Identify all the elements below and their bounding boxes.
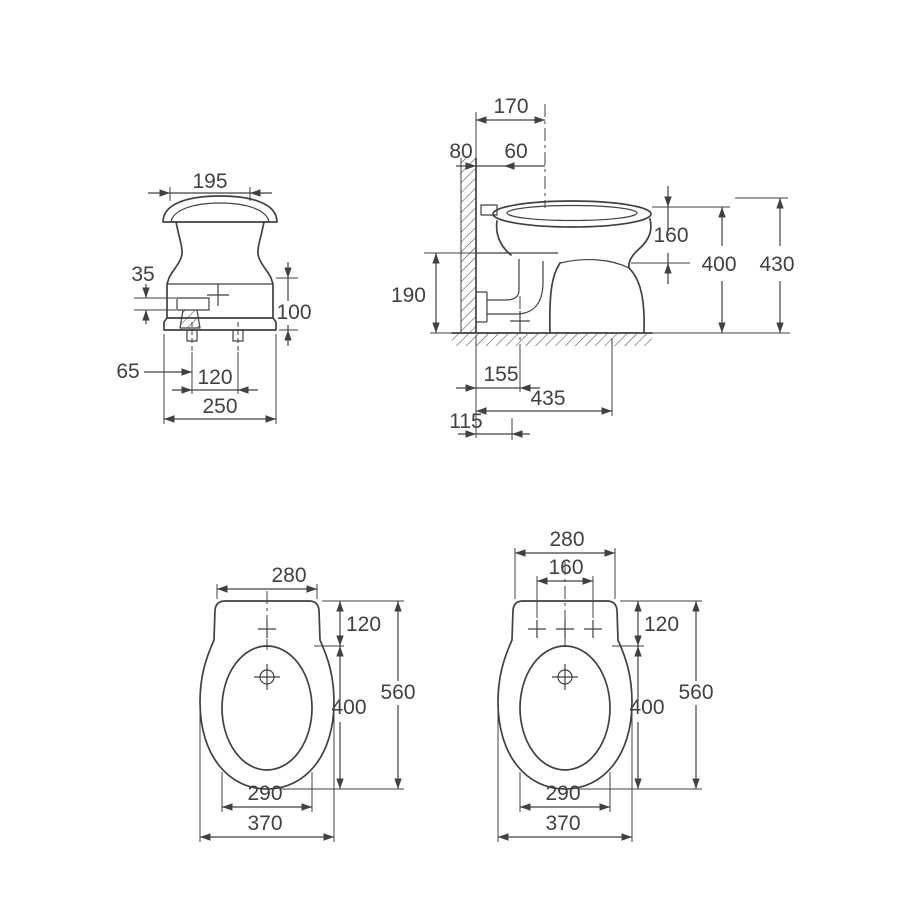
dim-label-160: 160 — [653, 224, 688, 247]
plan-view-single-hole: 280 120 400 560 290 370 — [199, 564, 416, 842]
bidet-side-rim-inner — [506, 204, 638, 222]
inlet-connection-box — [480, 204, 498, 216]
drain-marker-cross — [254, 664, 280, 690]
dim-label-280: 280 — [549, 528, 584, 551]
bidet-side-pedestal-front — [548, 262, 561, 334]
plan-view-three-hole: 280 160 120 400 560 290 370 — [497, 528, 714, 842]
dim-label-195: 195 — [192, 170, 227, 193]
wall-hatch — [461, 158, 476, 333]
side-view: 170 80 60 160 400 430 190 155 435 115 — [391, 95, 795, 440]
dim-label-60: 60 — [504, 140, 527, 163]
bidet-side-underbowl-shelf — [559, 259, 630, 269]
inlet-fitting-hatch — [180, 310, 200, 328]
dim-label-65: 65 — [116, 360, 139, 383]
drain-trap-pipes — [476, 259, 544, 323]
bidet-front-rim-outline — [162, 195, 278, 223]
plan-extension-lines — [199, 584, 404, 842]
dim-label-170: 170 — [493, 95, 528, 118]
dim-label-250: 250 — [202, 395, 237, 418]
dim-label-370: 370 — [247, 812, 282, 835]
dim-label-560: 560 — [678, 681, 713, 704]
front-view: 195 35 100 65 120 250 — [116, 170, 312, 424]
bidet-side-rim-outline — [492, 200, 652, 228]
bidet-plan-outline — [497, 600, 633, 790]
floor-hatch — [452, 333, 652, 346]
dim-label-155: 155 — [483, 363, 518, 386]
dim-label-400: 400 — [331, 696, 366, 719]
bidet-front-body-outline — [166, 221, 274, 319]
dim-label-290: 290 — [247, 782, 282, 805]
dim-label-560: 560 — [380, 681, 415, 704]
bidet-side-back-pedestal — [627, 218, 652, 334]
dim-label-120: 120 — [346, 613, 381, 636]
inlet-fitting-outline — [176, 297, 210, 329]
dim-label-120: 120 — [197, 366, 232, 389]
dim-label-400: 400 — [701, 253, 736, 276]
drain-marker-cross — [552, 664, 578, 690]
bidet-plan-outline — [199, 600, 335, 790]
dim-label-115: 115 — [449, 410, 482, 433]
dim-label-430: 430 — [759, 253, 794, 276]
fixing-bolt-left — [186, 329, 198, 342]
dim-label-80: 80 — [449, 140, 472, 163]
bidet-side-front-underside — [495, 220, 512, 256]
dim-label-160: 160 — [548, 556, 583, 579]
dim-label-190: 190 — [391, 284, 426, 307]
dim-label-435: 435 — [530, 387, 565, 410]
dim-label-290: 290 — [545, 782, 580, 805]
dim-label-100: 100 — [276, 301, 311, 324]
side-extension-lines — [424, 112, 790, 440]
dim-label-400: 400 — [629, 696, 664, 719]
tap-hole-crosshair — [207, 284, 229, 306]
fixing-bolt-right — [232, 329, 244, 342]
dim-label-120: 120 — [644, 613, 679, 636]
dim-label-370: 370 — [545, 812, 580, 835]
dim-label-35: 35 — [131, 263, 154, 286]
plan-extension-lines — [497, 548, 702, 842]
dim-label-280: 280 — [271, 564, 306, 587]
bidet-front-rim-inner-line — [170, 202, 270, 223]
